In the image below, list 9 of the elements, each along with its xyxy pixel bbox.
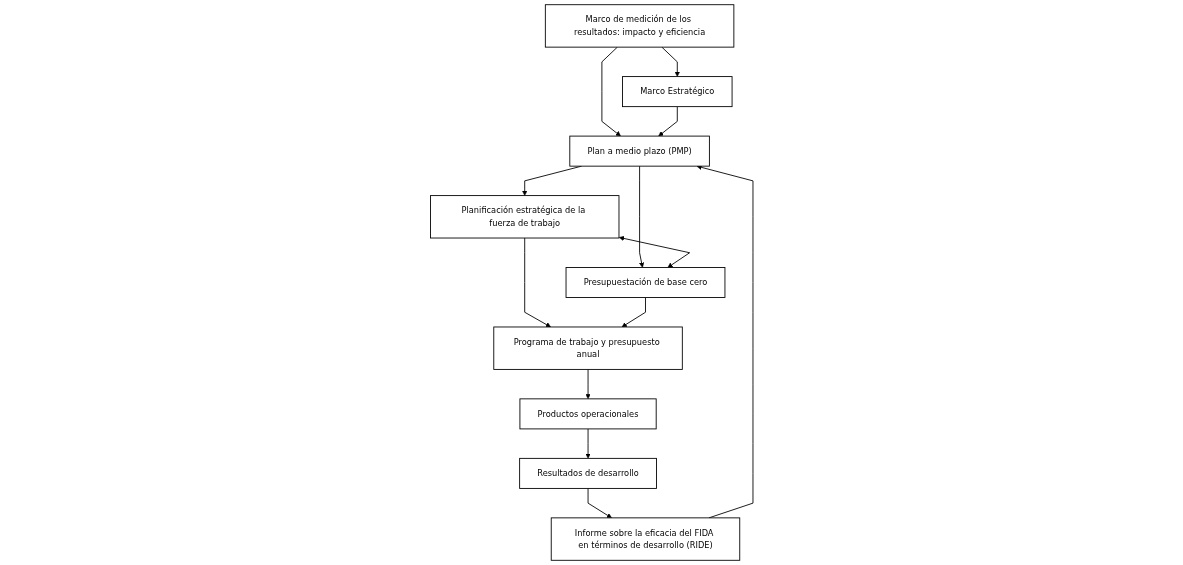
node-box: Informe sobre la eficacia del FIDA en términos de desarrollo (RIDE) [550, 517, 740, 561]
node-box: Programa de trabajo y presupuesto anual [493, 326, 683, 370]
node-box: Marco de medición de los resultados: impacto y eficiencia [544, 4, 735, 48]
node-box: Marco Estratégico [621, 76, 733, 108]
node-box: Planificación estratégica de la fuerza de trabajo [429, 195, 620, 239]
node-box: Presupuestación de base cero [565, 267, 726, 298]
node-box: Productos operacionales [519, 398, 657, 430]
node-box: Plan a medio plazo (PMP) [569, 135, 710, 167]
node-box: Resultados de desarrollo [518, 457, 657, 489]
